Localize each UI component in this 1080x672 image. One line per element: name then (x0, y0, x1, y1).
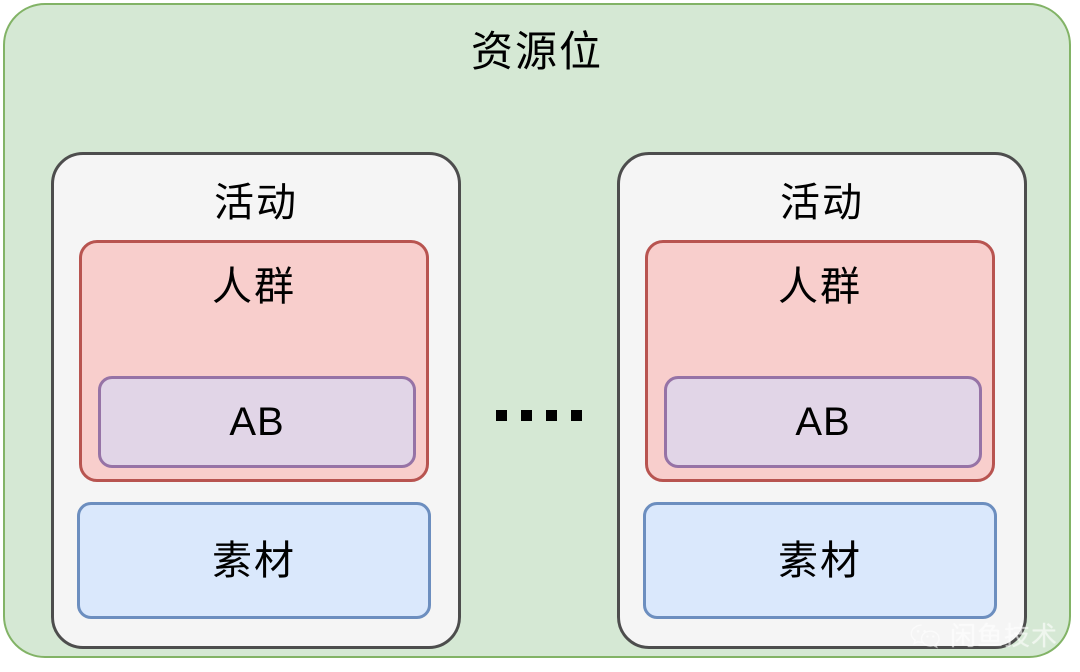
activity-card: 活动 人群 AB 素材 (617, 152, 1027, 649)
crowd-box: 人群 AB (79, 240, 429, 482)
crowd-box: 人群 AB (645, 240, 995, 482)
ellipsis-dot (496, 409, 507, 421)
ellipsis-dot (521, 409, 532, 421)
ab-label: AB (795, 400, 851, 444)
material-box: 素材 (77, 502, 431, 619)
ab-box: AB (664, 376, 982, 468)
ellipsis-dot (571, 409, 582, 421)
activity-title: 活动 (214, 181, 298, 225)
crowd-title: 人群 (212, 265, 296, 309)
material-label: 素材 (212, 538, 296, 583)
resource-slot-title: 资源位 (470, 28, 603, 75)
activity-title: 活动 (780, 181, 864, 225)
ellipsis-dot (546, 409, 557, 421)
material-label: 素材 (778, 538, 862, 583)
resource-slot-container: 资源位 活动 人群 AB 素材 活动 人群 (3, 3, 1071, 658)
ab-label: AB (229, 400, 285, 444)
activity-card: 活动 人群 AB 素材 (51, 152, 461, 649)
ab-box: AB (98, 376, 416, 468)
ellipsis-connector (461, 400, 617, 430)
material-box: 素材 (643, 502, 997, 619)
crowd-title: 人群 (778, 265, 862, 309)
